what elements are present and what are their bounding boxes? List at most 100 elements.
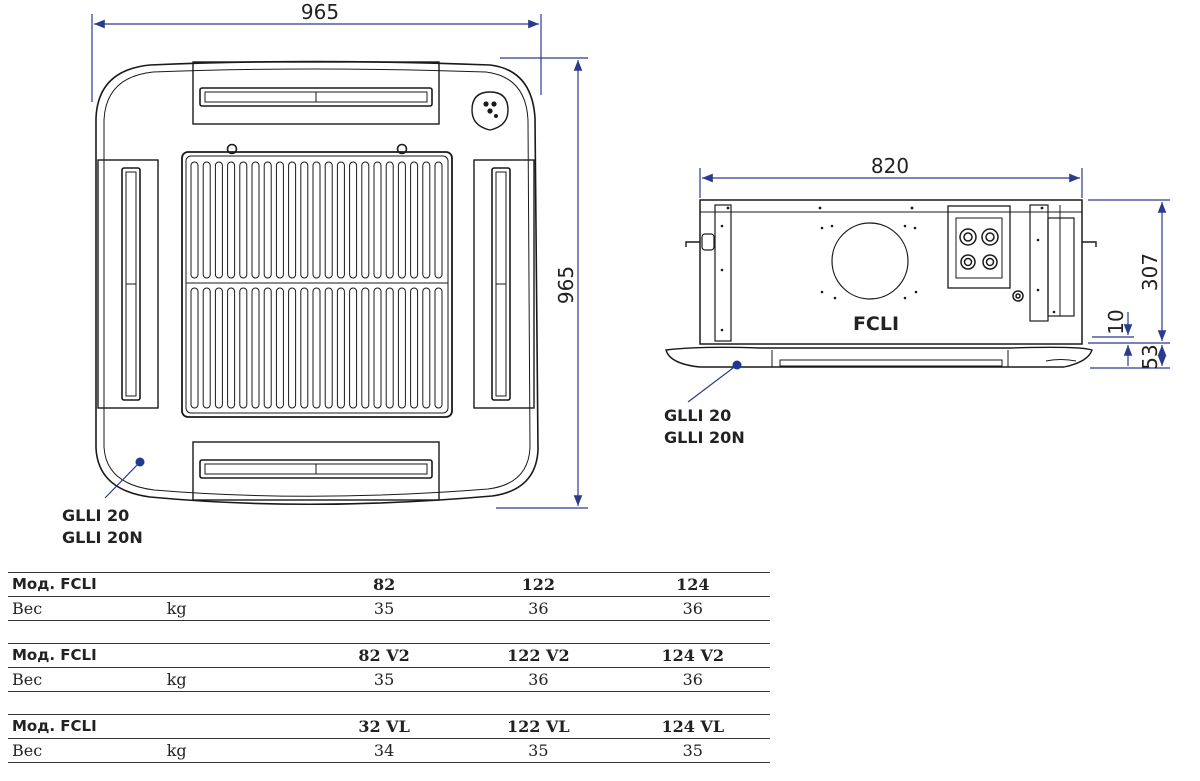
table-row: Вес kg 35 36 36 — [8, 667, 770, 692]
model-col-3: 124 V2 — [615, 643, 770, 668]
side-width-value: 820 — [871, 154, 909, 178]
grille-slot — [349, 287, 358, 409]
grille-slot — [336, 161, 345, 279]
weight-label: Вес — [8, 667, 163, 692]
model-header: Мод. FCLI — [8, 572, 163, 597]
weight-unit: kg — [162, 738, 308, 763]
grille-slot — [300, 161, 309, 279]
panel-marker-dot — [135, 457, 145, 467]
grille-slot — [397, 287, 406, 409]
model-col-1: 82 V2 — [307, 643, 462, 668]
model-col-3: 124 — [615, 572, 770, 597]
table-row: Вес kg 35 36 36 — [8, 596, 770, 621]
side-height-value: 307 — [1138, 253, 1162, 291]
fan-opening — [831, 222, 909, 300]
grille-slot — [227, 161, 236, 279]
model-label: FCLI — [853, 313, 899, 335]
grille-slot — [263, 161, 272, 279]
model-col-3: 124 VL — [615, 714, 770, 739]
top-view — [91, 14, 588, 509]
grille-slot — [434, 161, 443, 279]
table-row: Вес kg 34 35 35 — [8, 738, 770, 763]
top-height-dimension — [496, 57, 588, 509]
spec-table-2: Мод. FCLI 82 V2 122 V2 124 V2 Вес kg 35 … — [8, 643, 770, 692]
side-panel — [665, 346, 1093, 368]
weight-value: 35 — [307, 667, 462, 692]
grille-slot — [373, 161, 382, 279]
model-header: Мод. FCLI — [8, 714, 163, 739]
grille-slot — [275, 161, 284, 279]
grille-slot — [214, 287, 223, 409]
grille-slot — [263, 287, 272, 409]
grille-slot — [275, 287, 284, 409]
grille-slot — [190, 287, 199, 409]
grille-slot — [202, 287, 211, 409]
side-panel-height-value: 53 — [1138, 344, 1162, 369]
table-header-row: Мод. FCLI 82 V2 122 V2 124 V2 — [8, 643, 770, 668]
weight-label: Вес — [8, 738, 163, 763]
grille-slot — [422, 161, 431, 279]
weight-value: 36 — [461, 667, 616, 692]
grille-slot — [361, 287, 370, 409]
top-height-value: 965 — [554, 266, 578, 304]
grille-slot — [336, 287, 345, 409]
weight-value: 36 — [615, 596, 770, 621]
grille-slot — [410, 161, 419, 279]
model-col-2: 122 — [461, 572, 616, 597]
side-panel-label-2: GLLI 20N — [664, 428, 745, 447]
weight-unit: kg — [162, 596, 308, 621]
model-col-1: 82 — [307, 572, 462, 597]
grille-slot — [239, 161, 248, 279]
grille-slot — [397, 161, 406, 279]
grille-slot — [288, 287, 297, 409]
side-panel-marker-dot — [732, 360, 742, 370]
weight-value: 36 — [461, 596, 616, 621]
weight-unit: kg — [162, 667, 308, 692]
side-panel-label-1: GLLI 20 — [664, 406, 731, 425]
model-col-2: 122 VL — [461, 714, 616, 739]
grille-slot — [190, 161, 199, 279]
top-width-dimension — [91, 14, 542, 102]
grille-slot — [227, 287, 236, 409]
unit-header — [162, 714, 308, 739]
grille-slot — [251, 161, 260, 279]
grille-slot — [324, 161, 333, 279]
model-col-1: 32 VL — [307, 714, 462, 739]
grille-slot — [373, 287, 382, 409]
weight-value: 35 — [307, 596, 462, 621]
grille-slot — [324, 287, 333, 409]
grille-slot — [410, 287, 419, 409]
grille-slot — [349, 161, 358, 279]
grille-slot — [312, 287, 321, 409]
weight-label: Вес — [8, 596, 163, 621]
side-offset-value: 10 — [1104, 309, 1128, 334]
grille-slot — [434, 287, 443, 409]
weight-value: 35 — [615, 738, 770, 763]
side-width-dimension — [699, 168, 1083, 198]
top-width-value: 965 — [301, 0, 339, 24]
grille-slot — [422, 287, 431, 409]
unit-header — [162, 572, 308, 597]
spec-table-3: Мод. FCLI 32 VL 122 VL 124 VL Вес kg 34 … — [8, 714, 770, 763]
table-header-row: Мод. FCLI 32 VL 122 VL 124 VL — [8, 714, 770, 739]
grille-slot — [361, 161, 370, 279]
table-header-row: Мод. FCLI 82 122 124 — [8, 572, 770, 597]
top-panel-label-2: GLLI 20N — [62, 528, 143, 547]
grille-slot — [239, 287, 248, 409]
grille-slots — [190, 161, 443, 409]
side-height-dimensions — [1088, 199, 1170, 369]
grille-slot — [288, 161, 297, 279]
model-header: Мод. FCLI — [8, 643, 163, 668]
side-view — [665, 168, 1170, 403]
grille-slot — [214, 161, 223, 279]
model-col-2: 122 V2 — [461, 643, 616, 668]
grille-slot — [251, 287, 260, 409]
weight-value: 34 — [307, 738, 462, 763]
sensor-logo — [471, 91, 509, 131]
grille-slot — [312, 161, 321, 279]
unit-header — [162, 643, 308, 668]
grille-slot — [300, 287, 309, 409]
spec-table-1: Мод. FCLI 82 122 124 Вес kg 35 36 36 — [8, 572, 770, 621]
grille-slot — [202, 161, 211, 279]
